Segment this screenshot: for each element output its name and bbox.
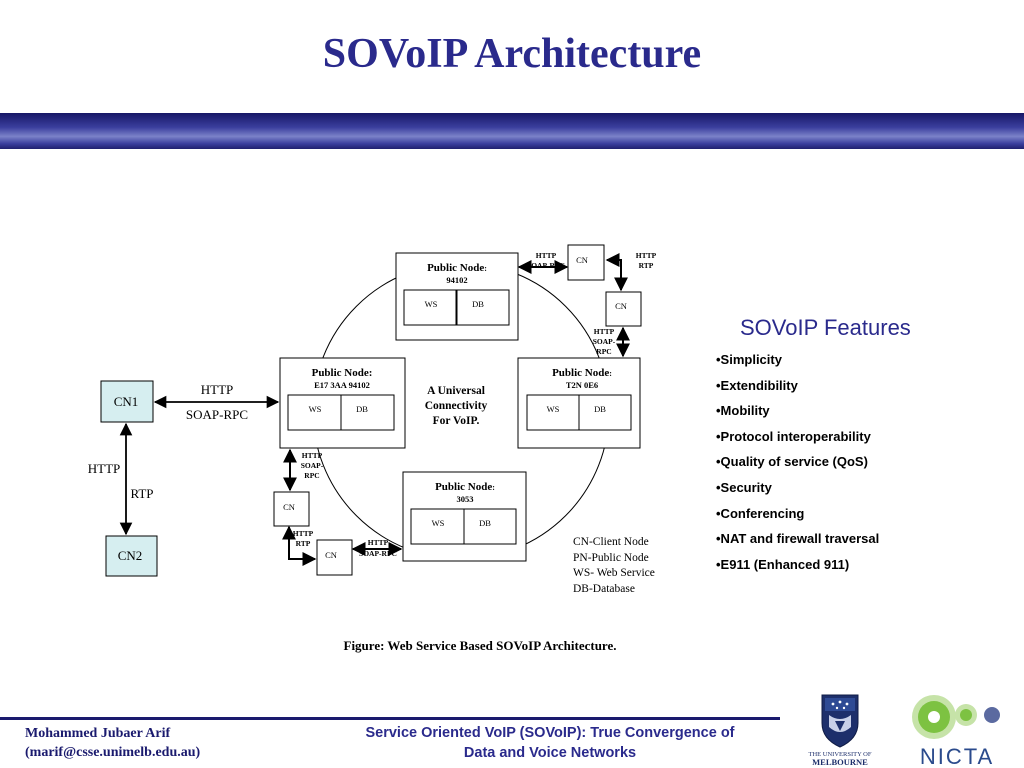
svg-text:CN: CN: [283, 502, 295, 512]
footer-title: Service Oriented VoIP (SOVoIP): True Con…: [320, 723, 780, 763]
public-node-right-title: Public Node:: [552, 367, 612, 379]
legend-item: CN-Client Node: [573, 536, 649, 548]
feature-item: •Protocol interoperability: [716, 428, 871, 444]
features-list: •Simplicity •Extendibility •Mobility •Pr…: [716, 351, 879, 581]
label-http: HTTP: [636, 251, 657, 260]
label-soap-rpc: SOAP-RPC: [527, 261, 565, 270]
database-label: DB: [356, 404, 368, 414]
client-node-right: CN: [605, 291, 642, 327]
features-title: SOVoIP Features: [740, 315, 911, 340]
client-node-top: CN: [567, 244, 605, 281]
label-soap-rpc: SOAP-RPC: [186, 407, 248, 422]
feature-item: •Security: [716, 479, 772, 495]
label-soap-rpc: SOAP-RPC: [359, 549, 397, 558]
center-text-line2: Connectivity: [425, 400, 488, 412]
center-text-line1: A Universal: [427, 385, 485, 397]
database-label: DB: [472, 299, 484, 309]
svg-text:CN: CN: [615, 301, 627, 311]
database-label: DB: [594, 404, 606, 414]
label-soap: SOAP-: [593, 337, 616, 346]
public-node-top-id: 94102: [446, 275, 467, 285]
label-rpc: RPC: [596, 347, 611, 356]
public-node-left: Public Node: E17 3AA 94102 WS DB: [279, 357, 406, 449]
client-cn1: CN1: [100, 380, 154, 423]
svg-text:THE UNIVERSITY OF: THE UNIVERSITY OF: [809, 751, 872, 758]
label-rpc: RPC: [304, 471, 319, 480]
label-http: HTTP: [88, 461, 121, 476]
public-node-bottom-id: 3053: [457, 494, 474, 504]
label-rtp: RTP: [639, 261, 654, 270]
university-of-melbourne-logo: THE UNIVERSITY OF MELBOURNE: [809, 694, 872, 767]
author-name: Mohammed Jubaer Arif: [25, 726, 171, 741]
public-node-right-id: T2N 0E6: [566, 380, 598, 390]
footer-title-line2: Data and Voice Networks: [463, 745, 637, 761]
legend-item: PN-Public Node: [573, 551, 649, 564]
feature-item: •Quality of service (QoS): [716, 454, 868, 470]
client-node-bottom-left: CN: [273, 491, 310, 527]
center-text-line3: For VoIP.: [433, 415, 480, 427]
feature-item: •Simplicity: [716, 352, 782, 367]
web-service-label: WS: [432, 518, 445, 528]
svg-text:NICTA: NICTA: [920, 744, 994, 768]
figure-caption: Figure: Web Service Based SOVoIP Archite…: [343, 638, 617, 653]
public-node-top: Public Node: 94102 WS DB: [395, 252, 519, 341]
web-service-label: WS: [309, 404, 322, 414]
legend-item: DB-Database: [573, 582, 635, 595]
svg-text:CN2: CN2: [118, 548, 143, 563]
header-band: [0, 113, 1024, 149]
nicta-logo: NICTA: [912, 695, 1000, 768]
diagram-legend: CN-Client Node PN-Public Node WS- Web Se…: [573, 535, 655, 597]
feature-item: •E911 (Enhanced 911): [716, 556, 850, 572]
label-rtp: RTP: [296, 539, 311, 548]
footer-rule: [0, 717, 780, 720]
feature-item: •Extendibility: [716, 377, 798, 393]
label-http: HTTP: [293, 529, 314, 538]
arrow-cn-cn-top: [605, 253, 628, 292]
web-service-label: WS: [547, 404, 560, 414]
svg-text:CN: CN: [325, 550, 337, 560]
web-service-label: WS: [425, 299, 438, 309]
database-label: DB: [479, 518, 491, 528]
svg-text:CN1: CN1: [114, 394, 139, 409]
arrow-cn-cn-bottom: [282, 525, 317, 566]
footer-author: Mohammed Jubaer Arif (marif@csse.unimelb…: [25, 724, 200, 762]
public-node-left-title: Public Node:: [312, 367, 373, 379]
feature-item: •NAT and firewall traversal: [716, 531, 880, 547]
label-http: HTTP: [368, 538, 389, 547]
public-node-top-title: Public Node:: [427, 262, 487, 274]
svg-text:CN: CN: [576, 255, 588, 265]
author-email: (marif@csse.unimelb.edu.au): [25, 745, 201, 760]
label-http: HTTP: [201, 382, 234, 397]
public-node-right: Public Node: T2N 0E6 WS DB: [517, 357, 641, 449]
slide-title: SOVoIP Architecture: [322, 31, 702, 77]
label-soap: SOAP-: [301, 461, 324, 470]
legend-item: WS- Web Service: [573, 567, 655, 579]
label-rtp: RTP: [130, 486, 153, 501]
svg-text:MELBOURNE: MELBOURNE: [812, 757, 868, 767]
public-node-left-id: E17 3AA 94102: [314, 380, 370, 390]
client-cn2: CN2: [105, 535, 158, 577]
label-http: HTTP: [594, 327, 615, 336]
feature-item: •Mobility: [716, 403, 770, 419]
public-node-bottom: Public Node: 3053 WS DB: [402, 471, 527, 562]
label-http: HTTP: [302, 451, 323, 460]
feature-item: •Conferencing: [716, 505, 805, 521]
client-node-bottom: CN: [316, 539, 353, 576]
label-http: HTTP: [536, 251, 557, 260]
public-node-bottom-title: Public Node:: [435, 481, 495, 493]
footer-title-line1: Service Oriented VoIP (SOVoIP): True Con…: [365, 725, 735, 741]
